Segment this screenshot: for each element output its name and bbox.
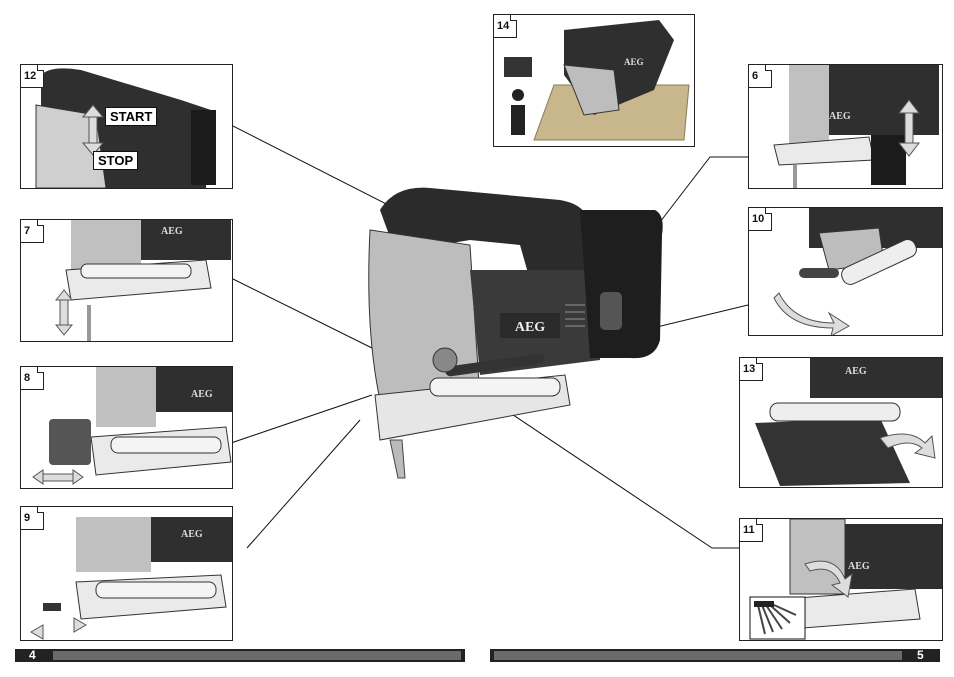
figure-8-panel: AEG 8 <box>20 366 233 489</box>
figure-11-illustration: AEG <box>749 519 942 640</box>
figure-number-tab: 14 <box>494 15 517 38</box>
svg-text:AEG: AEG <box>829 111 851 122</box>
figure-number-tab: 9 <box>21 507 44 530</box>
figure-number-tab: 13 <box>740 358 763 381</box>
figure-number-tab: 6 <box>749 65 772 88</box>
figure-number-tab: 7 <box>21 220 44 243</box>
figure-9-illustration: AEG <box>30 517 232 640</box>
footer-bar-right: 5 <box>490 648 940 662</box>
figure-14-illustration: AEG <box>504 20 690 141</box>
stop-label: STOP <box>93 151 139 170</box>
brand-badge-main: AEG <box>515 320 545 335</box>
svg-text:AEG: AEG <box>161 226 183 237</box>
figure-13-panel: AEG 13 <box>739 357 943 488</box>
figure-7-illustration: AEG <box>54 220 231 341</box>
figure-number-tab: 10 <box>749 208 772 231</box>
svg-text:AEG: AEG <box>848 561 870 572</box>
figure-12-panel: 12 START STOP <box>20 64 233 189</box>
figure-6-panel: AEG 6 <box>748 64 943 189</box>
figure-number-tab: 12 <box>21 65 44 88</box>
figure-13-illustration: AEG <box>755 358 942 486</box>
svg-text:AEG: AEG <box>181 529 203 540</box>
figure-11-panel: AEG 11 <box>739 518 943 641</box>
figure-14-panel: AEG 14 <box>493 14 695 147</box>
svg-text:AEG: AEG <box>191 389 213 400</box>
figure-6-illustration: AEG <box>773 65 939 188</box>
footer-bar-left: 4 <box>15 648 465 662</box>
figure-12-illustration <box>35 68 216 188</box>
figure-10-illustration <box>773 208 942 335</box>
figure-9-panel: AEG 9 <box>20 506 233 641</box>
svg-text:AEG: AEG <box>624 57 644 67</box>
page-number-left: 4 <box>29 648 36 662</box>
figure-number-tab: 8 <box>21 367 44 390</box>
figure-8-illustration: AEG <box>32 367 232 485</box>
figure-7-panel: AEG 7 <box>20 219 233 342</box>
svg-text:AEG: AEG <box>845 366 867 377</box>
page-number-right: 5 <box>917 648 924 662</box>
figure-10-panel: 10 <box>748 207 943 336</box>
start-label: START <box>105 107 158 126</box>
figure-number-tab: 11 <box>740 519 763 542</box>
